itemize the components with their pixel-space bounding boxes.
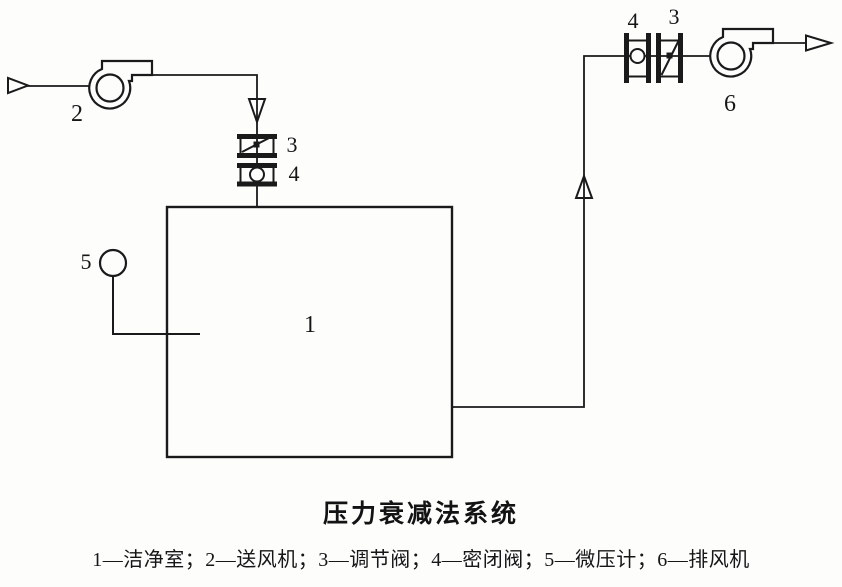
manometer-tube-line xyxy=(112,276,200,335)
valve-ball xyxy=(629,48,646,64)
manometer-dial xyxy=(98,248,128,278)
supply-fan-impeller xyxy=(95,73,125,103)
valve-ball xyxy=(249,166,265,183)
valve-pivot-dot xyxy=(666,52,673,59)
exhaust-fan-impeller xyxy=(716,41,746,71)
schematic-diagram: 2 3 4 1 5 xyxy=(7,4,835,459)
valve-flange xyxy=(237,134,277,139)
outlet-flow-arrow-icon xyxy=(805,34,835,52)
valve-flange xyxy=(237,181,277,187)
valve-flange xyxy=(237,153,277,158)
label-chamber: 1 xyxy=(304,312,316,338)
valve-flange xyxy=(624,33,629,83)
label-regulating-valve-top: 3 xyxy=(287,132,298,157)
upflow-arrow-icon xyxy=(574,173,594,199)
valve-flange xyxy=(656,33,661,83)
label-micro-manometer: 5 xyxy=(81,249,92,274)
exhaust-fan-icon xyxy=(709,27,775,78)
figure-caption: 压力衰减法系统 xyxy=(322,501,519,528)
regulating-valve-right-icon xyxy=(656,33,683,83)
cleanroom-chamber xyxy=(165,205,454,459)
valve-flange xyxy=(646,33,651,83)
valve-flange xyxy=(678,33,683,83)
micro-manometer-icon xyxy=(98,248,200,335)
label-sealing-valve-top: 4 xyxy=(289,161,300,186)
label-exhaust-fan: 6 xyxy=(724,91,736,117)
sealing-valve-top-icon xyxy=(237,163,277,187)
figure-legend: 1—洁净室；2—送风机；3—调节阀；4—密闭阀；5—微压计；6—排风机 xyxy=(92,549,750,571)
valve-pivot-dot xyxy=(253,141,260,148)
inlet-flow-arrow-icon xyxy=(7,76,31,95)
label-sealing-valve-right: 4 xyxy=(628,8,639,33)
label-supply-fan: 2 xyxy=(71,101,83,127)
regulating-valve-top-icon xyxy=(237,134,277,158)
valve-flange xyxy=(237,163,277,168)
exhaust-duct-line xyxy=(452,55,711,408)
supply-fan-icon xyxy=(88,59,154,110)
label-regulating-valve-right: 3 xyxy=(669,4,680,29)
downflow-arrow-icon xyxy=(247,98,267,126)
sealing-valve-right-icon xyxy=(624,33,651,83)
